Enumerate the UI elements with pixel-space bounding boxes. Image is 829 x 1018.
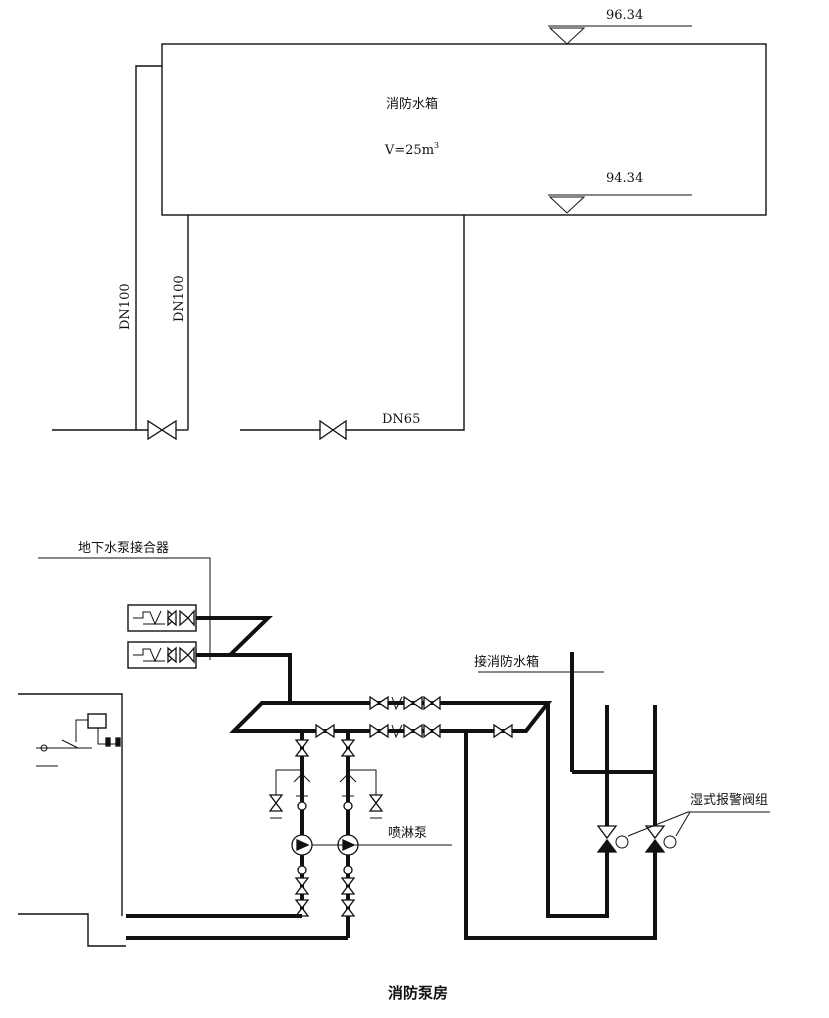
drain-pipe-size: DN100 <box>172 275 187 322</box>
pool-outline <box>18 693 126 947</box>
bottom-level-value: 94.34 <box>606 171 643 186</box>
alarm-valve-icon <box>644 825 677 853</box>
bottom-water-level-mark: 94.34 <box>548 171 692 214</box>
gate-valve-icon <box>147 419 177 441</box>
main-upper-valves <box>369 695 441 711</box>
pump-branch-2 <box>337 731 384 938</box>
fire-water-tank: 消防水箱 V=25m3 <box>161 43 767 216</box>
alarm-valve-label: 湿式报警阀组 <box>690 792 768 808</box>
outlet-pipe: DN65 <box>240 215 465 441</box>
sprinkler-ring-main <box>229 701 553 733</box>
drawing-title: 消防泵房 <box>388 984 448 1002</box>
main-lower-valves <box>315 723 513 739</box>
tank-outline <box>161 43 767 216</box>
pump-label: 喷淋泵 <box>388 826 427 841</box>
overflow-pipe-size: DN100 <box>118 283 133 330</box>
alarm-supply-pipe <box>464 731 657 940</box>
tank-link-label: 接消防水箱 <box>474 654 539 670</box>
gate-valve-icon <box>319 419 347 441</box>
tank-name: 消防水箱 <box>386 96 438 112</box>
top-level-value: 96.34 <box>606 8 643 23</box>
top-water-level-mark: 96.34 <box>548 8 692 45</box>
wet-alarm-valve-set: 湿式报警阀组 <box>596 792 770 853</box>
pump-adapter-lower <box>127 641 197 669</box>
pump-adapter-label: 地下水泵接合器 <box>78 540 169 556</box>
pump-label-group: 喷淋泵 <box>312 826 452 846</box>
suction-pipes <box>126 914 348 940</box>
alarm-valve-icon <box>596 825 629 853</box>
overflow-pipe: DN100 <box>118 65 162 430</box>
pump-adapter-upper <box>127 604 197 632</box>
pump-adapter-label-group: 地下水泵接合器 <box>38 540 211 660</box>
adapter-connection-pipe <box>196 616 292 703</box>
drain-line-with-valve <box>52 419 188 441</box>
tank-link-pipes: 接消防水箱 <box>474 652 657 918</box>
tank-volume: V=25m3 <box>384 141 439 158</box>
drain-pipe: DN100 <box>172 215 189 430</box>
pump-branch-1 <box>268 731 313 917</box>
outlet-pipe-size: DN65 <box>382 412 420 427</box>
